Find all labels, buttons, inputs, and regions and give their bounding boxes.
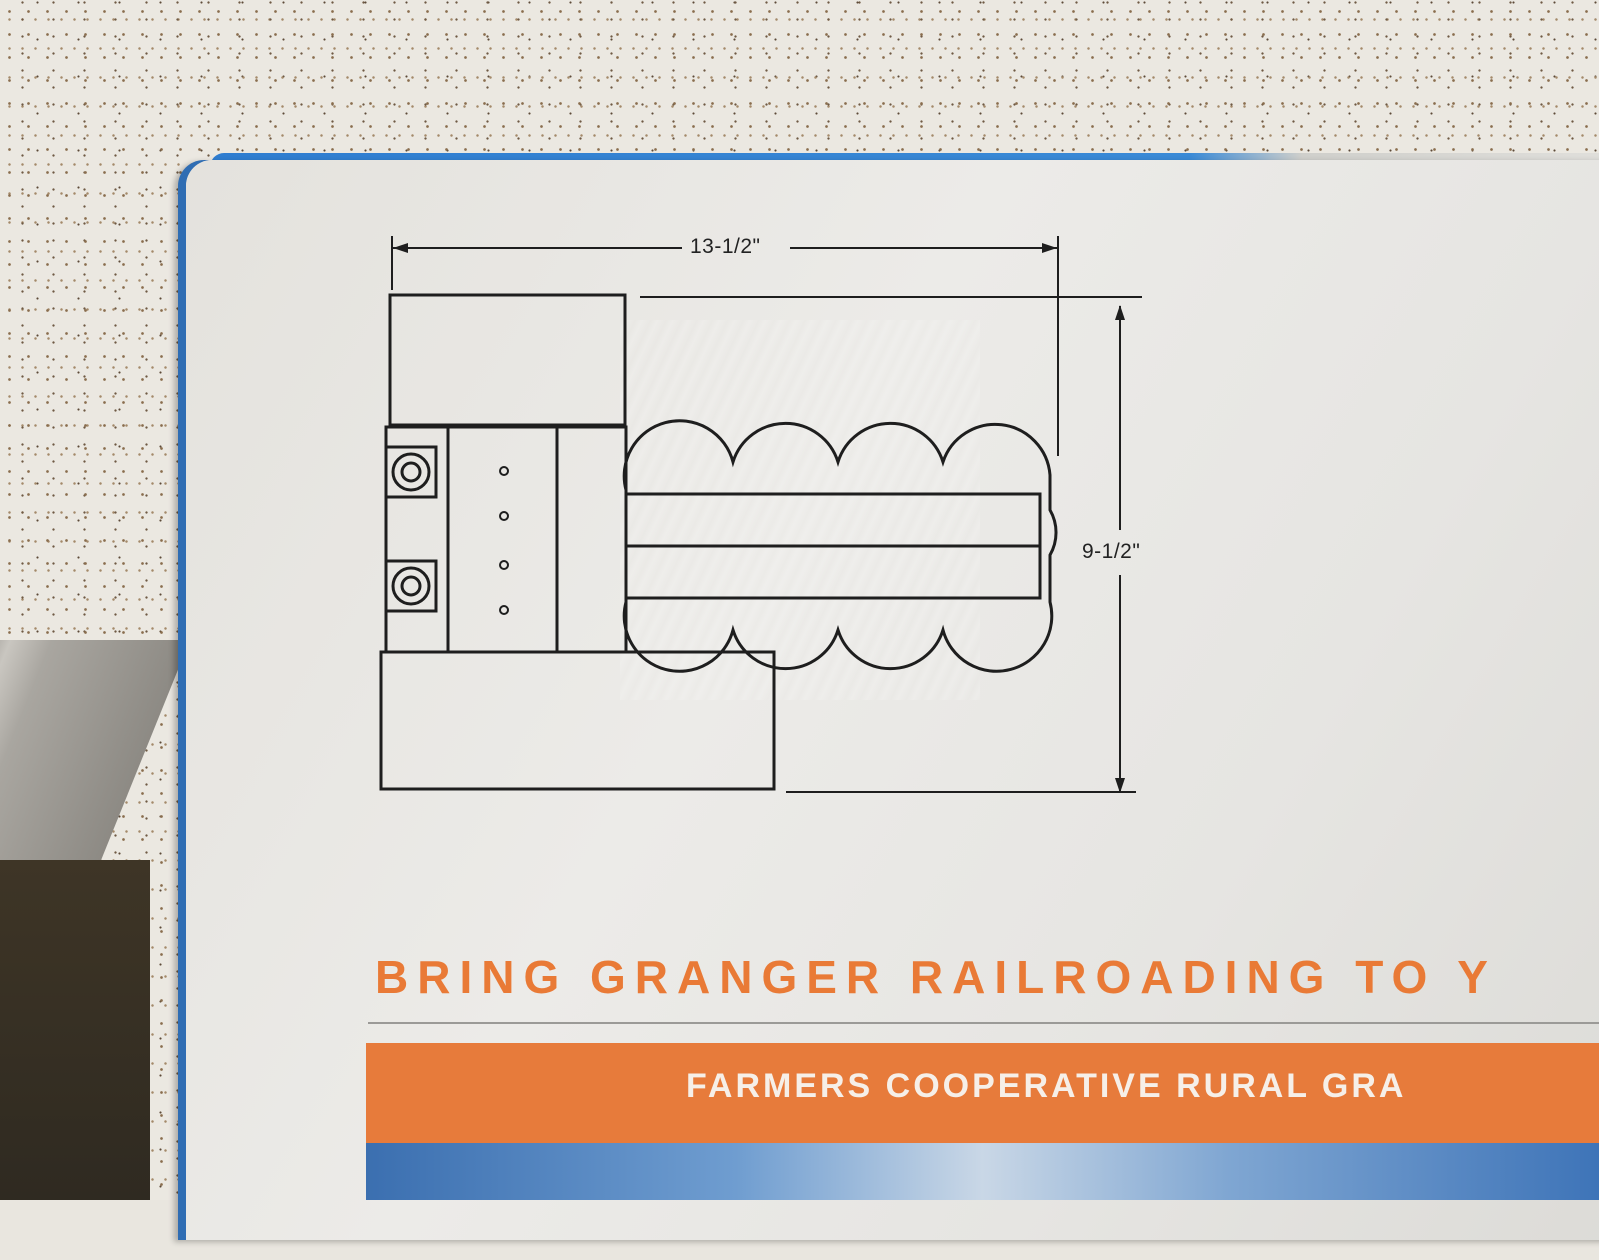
arrow-left-icon xyxy=(393,243,408,253)
upper-building xyxy=(388,293,627,427)
orange-banner: FARMERS COOPERATIVE RURAL GRA xyxy=(366,1043,1599,1143)
shrink-wrap-sheen xyxy=(620,320,980,700)
divider-rule xyxy=(368,1022,1599,1024)
footprint-diagram xyxy=(379,236,1142,793)
arrow-down-icon xyxy=(1115,778,1125,793)
headline-text: BRING GRANGER RAILROADING TO Y xyxy=(375,951,1497,1003)
sky-image-strip xyxy=(366,1143,1599,1200)
middle-section xyxy=(384,425,628,654)
width-label: 13-1/2" xyxy=(690,235,761,258)
lower-building xyxy=(379,650,776,791)
height-label: 9-1/2" xyxy=(1082,540,1141,563)
silo-row-outline xyxy=(622,419,1058,673)
arrow-right-icon xyxy=(1042,243,1057,253)
arrow-up-icon xyxy=(1115,305,1125,320)
bin-lower xyxy=(384,559,438,613)
bin-upper xyxy=(384,445,438,499)
track-lower xyxy=(624,544,1042,600)
track-upper xyxy=(624,492,1042,548)
banner-text: FARMERS COOPERATIVE RURAL GRA xyxy=(686,1067,1407,1105)
shelf-shadow xyxy=(0,860,150,1200)
